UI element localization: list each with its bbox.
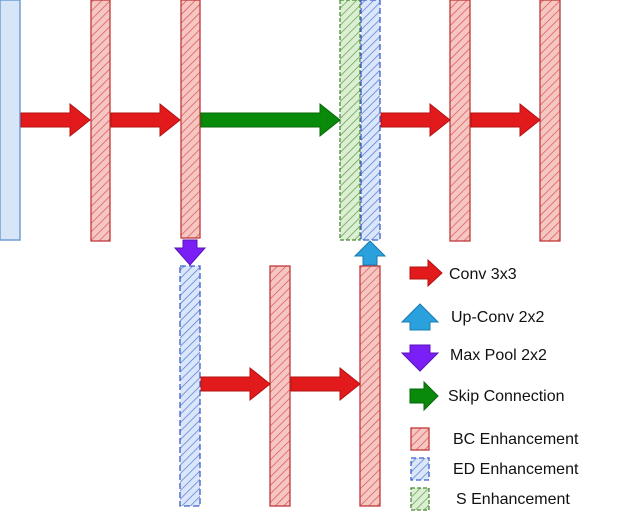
- bc-block-2: [180, 0, 201, 239]
- upconv-arrow: [353, 240, 387, 266]
- legend-bc-icon: [410, 427, 430, 451]
- legend-s-label: S Enhancement: [456, 491, 570, 508]
- legend-conv-icon: [409, 258, 443, 288]
- legend-skip-icon: [409, 380, 439, 412]
- ed-block-pooled: [179, 265, 201, 507]
- legend-maxpool-label: Max Pool 2x2: [450, 347, 547, 364]
- conv-arrow-4: [470, 102, 541, 138]
- legend-upconv-icon: [400, 303, 440, 331]
- conv-arrow-5: [200, 366, 271, 402]
- legend-ed-label: ED Enhancement: [453, 461, 579, 478]
- legend-upconv-label: Up-Conv 2x2: [451, 309, 544, 326]
- bc-block-1: [90, 0, 111, 242]
- legend-bc-label: BC Enhancement: [453, 431, 579, 448]
- legend-s-icon: [410, 487, 430, 511]
- conv-arrow-2: [110, 102, 181, 138]
- conv-arrow-1: [20, 102, 91, 138]
- input-block: [0, 0, 21, 241]
- legend-ed-icon: [410, 457, 430, 481]
- ed-block-upsampled: [360, 0, 381, 241]
- bc-block-5: [269, 265, 291, 507]
- bc-block-3: [449, 0, 471, 242]
- legend-maxpool-icon: [400, 344, 440, 372]
- conv-arrow-3: [380, 102, 451, 138]
- legend-skip-label: Skip Connection: [448, 388, 565, 405]
- bc-block-6: [359, 265, 381, 507]
- s-block: [339, 0, 361, 241]
- bc-block-4: [539, 0, 561, 242]
- skip-connection-arrow: [200, 102, 341, 138]
- conv-arrow-6: [290, 366, 361, 402]
- maxpool-arrow: [173, 239, 207, 266]
- legend-conv-label: Conv 3x3: [449, 266, 517, 283]
